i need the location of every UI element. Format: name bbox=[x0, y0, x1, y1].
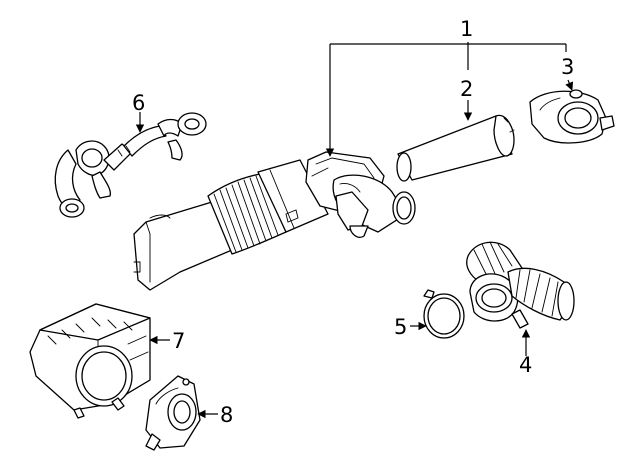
part-7-air-box bbox=[29, 303, 151, 419]
callout-1: 1 bbox=[460, 17, 473, 41]
leader-lines bbox=[135, 42, 574, 419]
part-2-filter-element bbox=[396, 114, 515, 182]
part-1-intake-duct bbox=[133, 151, 416, 291]
callout-4: 4 bbox=[519, 353, 532, 377]
part-4-resonator-duct bbox=[466, 241, 575, 329]
callout-5: 5 bbox=[394, 315, 407, 339]
callout-6: 6 bbox=[132, 91, 145, 115]
callout-3: 3 bbox=[561, 55, 574, 79]
part-8-bracket bbox=[145, 375, 201, 451]
part-3-filter-cover bbox=[529, 89, 615, 144]
callout-7: 7 bbox=[172, 329, 185, 353]
part-5-clamp bbox=[423, 289, 465, 339]
callout-2: 2 bbox=[460, 77, 473, 101]
callout-8: 8 bbox=[220, 403, 233, 427]
part-6-breather-hose bbox=[54, 112, 207, 218]
